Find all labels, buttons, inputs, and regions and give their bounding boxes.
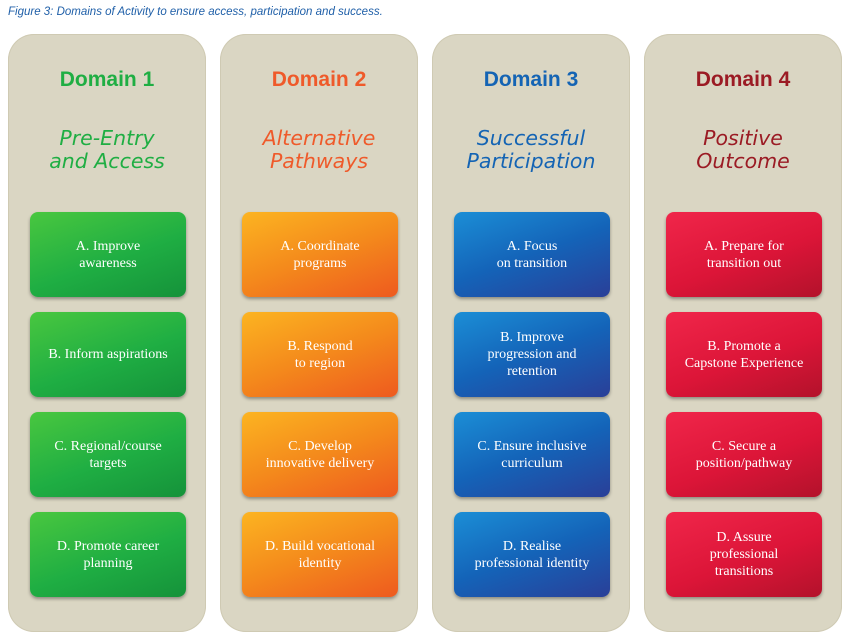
card-line: planning (83, 555, 133, 571)
card-line: transitions (714, 564, 774, 579)
domain-3-subtitle: Successful Participation (432, 127, 630, 173)
domain-1-title: Domain 1 (59, 68, 155, 91)
card-line: A. Prepare for (704, 238, 784, 254)
domain-1-panel: Domain 1 Pre-Entry and Access A. Improve… (8, 34, 206, 632)
domain-3-subtitle-line: Participation (466, 149, 596, 173)
card-line: position/pathway (695, 455, 793, 471)
domain-2-subtitle-line: Pathways (269, 149, 369, 173)
domain-3-panel: Domain 3 Successful Participation A. Foc… (432, 34, 630, 632)
card-line: professional identity (474, 555, 590, 571)
card-line: progression and (487, 347, 577, 362)
domain-1-card-b: B. Inform aspirations (30, 312, 186, 397)
card-line: C. Ensure inclusive (477, 438, 587, 454)
card-line: C. Secure a (711, 438, 777, 454)
figure-caption: Figure 3: Domains of Activity to ensure … (8, 6, 383, 18)
card-line: D. Assure (716, 530, 772, 545)
domain-1-subtitle-line: and Access (49, 149, 165, 173)
domain-2-subtitle: Alternative Pathways (220, 127, 418, 173)
domain-3-card-b: B. Improve progression and retention (454, 312, 610, 397)
card-line: transition out (706, 255, 782, 271)
card-line: programs (293, 255, 347, 271)
card-line: Capstone Experience (684, 355, 804, 371)
domain-2-subtitle-line: Alternative (262, 126, 376, 150)
card-line: awareness (79, 255, 137, 271)
domain-4-title: Domain 4 (695, 68, 791, 91)
card-line: on transition (496, 255, 568, 271)
card-line: identity (298, 555, 342, 571)
card-line: professional (709, 547, 779, 562)
card-line: curriculum (501, 455, 563, 471)
domain-2-panel: Domain 2 Alternative Pathways A. Coordin… (220, 34, 418, 632)
domain-4-subtitle-line: Positive (703, 126, 783, 150)
card-line: B. Respond (287, 338, 353, 354)
domain-4-card-d: D. Assure professional transitions (666, 512, 822, 597)
card-line: C. Develop (288, 438, 352, 454)
domain-4-subtitle-line: Outcome (696, 149, 790, 173)
domain-3-title: Domain 3 (483, 68, 579, 91)
card-line: B. Promote a (707, 338, 781, 354)
card-line: A. Improve (75, 238, 141, 254)
card-line: innovative delivery (265, 455, 375, 471)
domain-1-subtitle: Pre-Entry and Access (8, 127, 206, 173)
card-line: B. Inform aspirations (48, 347, 168, 362)
domain-4-panel: Domain 4 Positive Outcome A. Prepare for… (644, 34, 842, 632)
card-line: C. Regional/course (54, 438, 162, 454)
card-line: A. Coordinate (280, 238, 360, 254)
card-line: to region (294, 355, 346, 371)
card-line: retention (507, 364, 557, 379)
card-line: D. Realise (502, 538, 562, 554)
card-line: B. Improve (500, 330, 564, 345)
card-line: D. Promote career (56, 538, 160, 554)
card-line: A. Focus (506, 238, 558, 254)
domain-4-subtitle: Positive Outcome (644, 127, 842, 173)
domain-1-subtitle-line: Pre-Entry (59, 126, 155, 150)
card-line: D. Build vocational (264, 538, 376, 554)
card-line: targets (89, 455, 127, 471)
domain-3-subtitle-line: Successful (476, 126, 586, 150)
domain-2-title: Domain 2 (271, 68, 367, 91)
domains-diagram: Domain 1 Pre-Entry and Access A. Improve… (8, 34, 842, 632)
